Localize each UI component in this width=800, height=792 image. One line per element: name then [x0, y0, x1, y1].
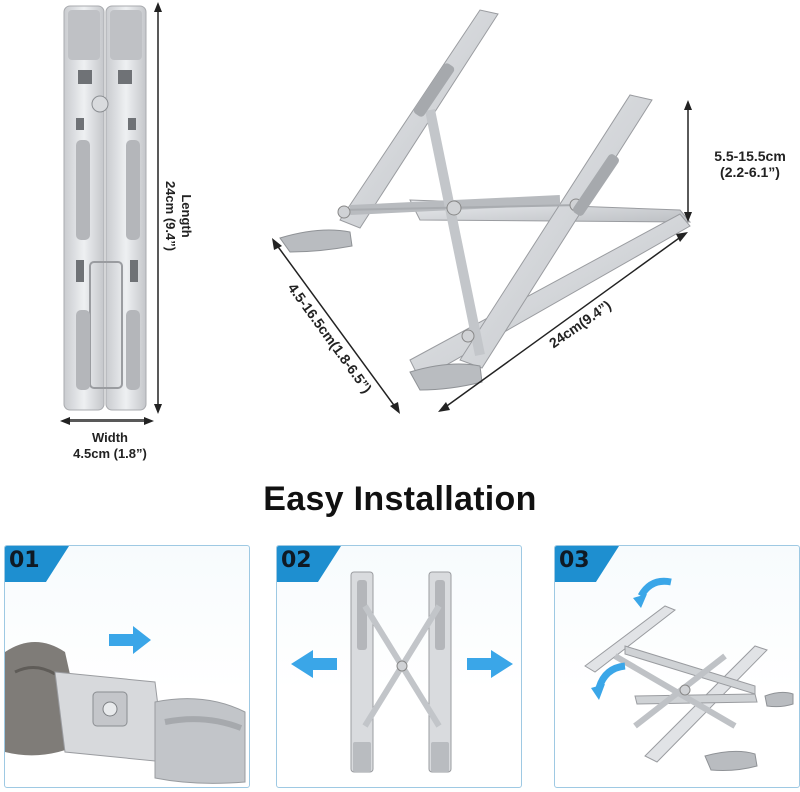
step-panel-2: 02	[276, 545, 522, 788]
section-title: Easy Installation	[263, 480, 537, 518]
unfolded-stand-illustration	[260, 0, 700, 420]
length-label: Length	[179, 194, 194, 238]
length-dimension-label: Length 24cm (9.4”)	[162, 146, 194, 286]
step-panel-3: 03	[554, 545, 800, 788]
step-number-3: 03	[559, 548, 590, 573]
step-3-illustration	[584, 577, 794, 771]
step-panel-1: 01	[4, 545, 250, 788]
height-dimension-label: 5.5-15.5cm (2.2-6.1”)	[700, 148, 800, 180]
folded-stand-illustration	[0, 0, 200, 421]
height-value: 5.5-15.5cm	[714, 148, 786, 164]
length-value: 24cm (9.4”)	[163, 180, 178, 252]
height-value-inches: (2.2-6.1”)	[720, 164, 780, 180]
step-number-1: 01	[9, 548, 40, 573]
width-label: Width	[92, 430, 128, 445]
step-2-illustration	[291, 571, 513, 773]
width-value: 4.5cm (1.8”)	[73, 446, 147, 461]
step-number-2: 02	[281, 548, 312, 573]
width-dimension-label: Width 4.5cm (1.8”)	[50, 430, 170, 462]
step-1-illustration	[5, 626, 246, 784]
width-arrow	[60, 417, 154, 425]
